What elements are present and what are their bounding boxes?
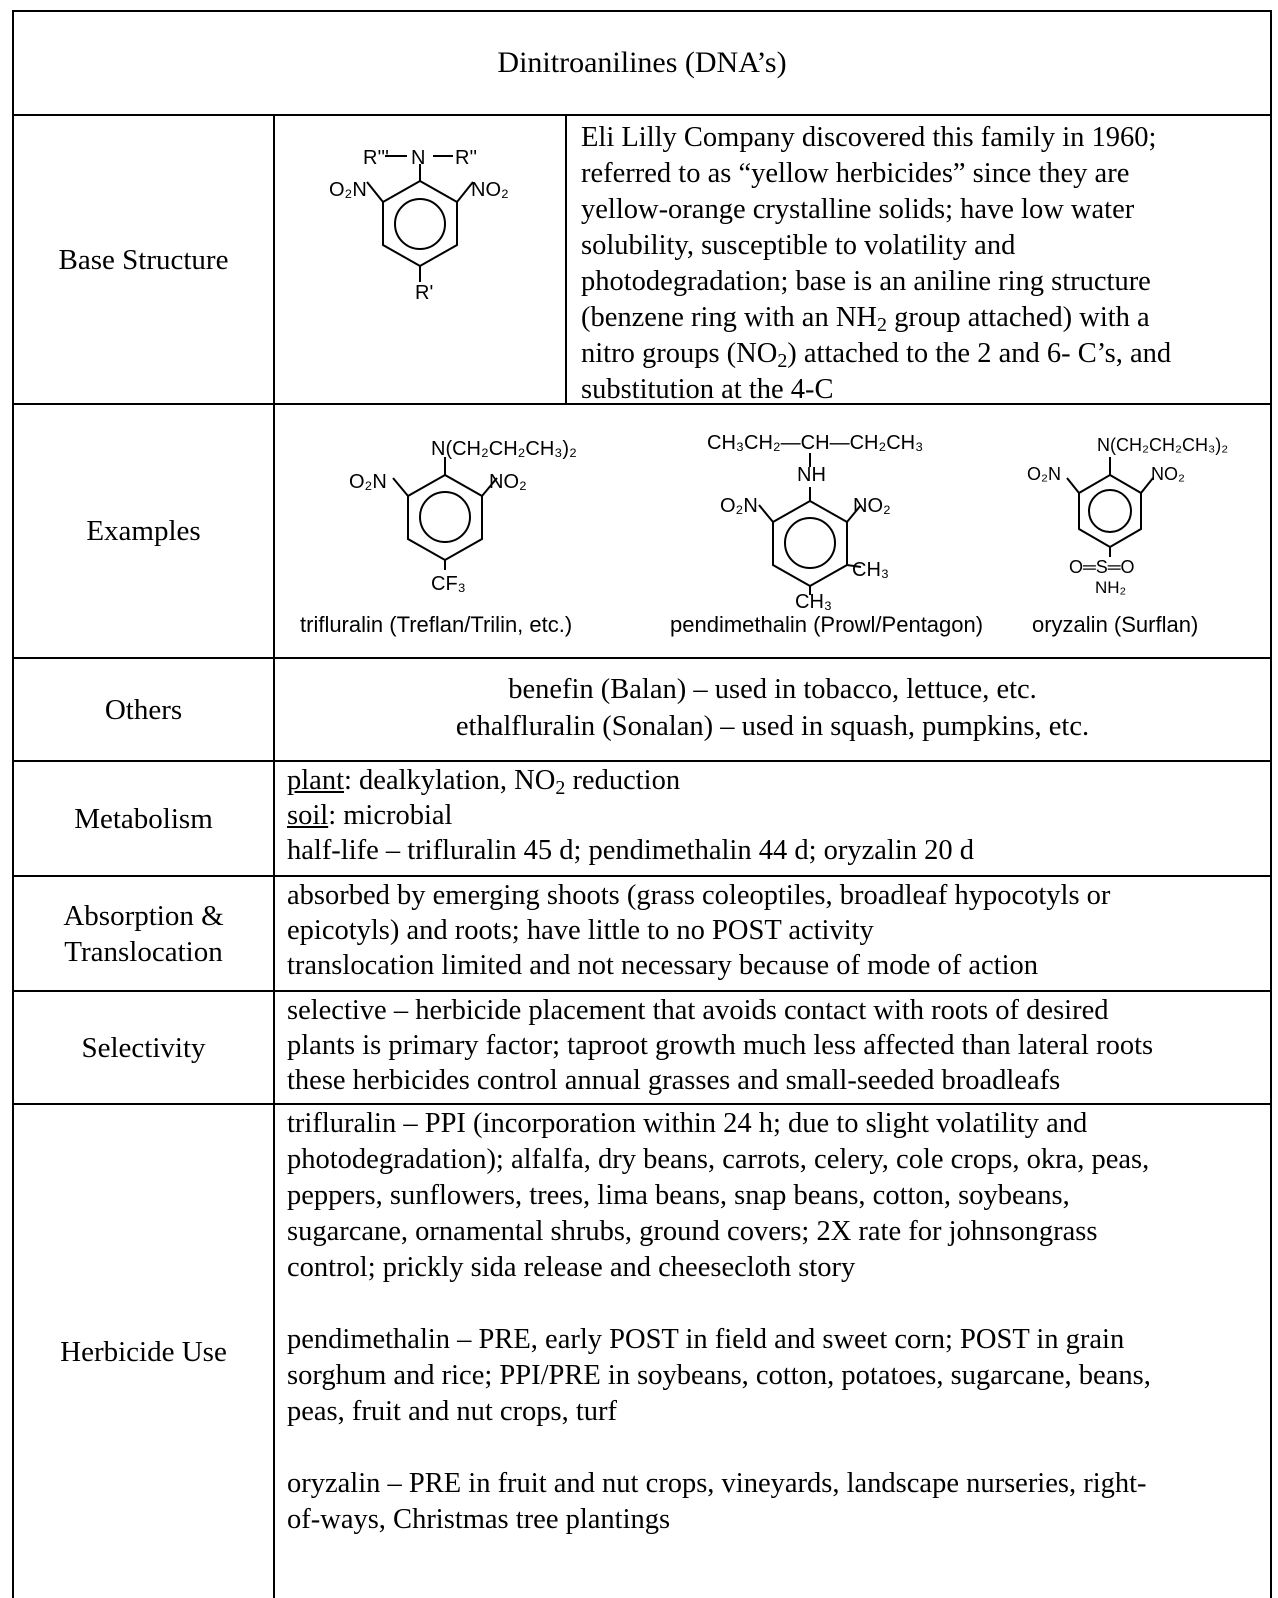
examples-diagrams: N(CH₂CH₂CH₃)₂ O₂N NO₂ CF₃ CH₃CH₂—CH—CH₂C… <box>349 432 1228 613</box>
chem-label: R' <box>415 282 433 304</box>
selectivity-label: Selectivity <box>81 1031 206 1064</box>
oryzalin-structure: N(CH₂CH₂CH₃)₂ O₂N NO₂ O═S═O NH₂ <box>1027 435 1228 597</box>
chem-label: N <box>411 147 425 169</box>
chem-label: O₂N <box>329 179 367 201</box>
herbicide-use-label: Herbicide Use <box>60 1335 227 1368</box>
soil-label: soil <box>287 800 329 831</box>
trifluralin-caption: trifluralin (Treflan/Trilin, etc.) <box>300 612 573 637</box>
pendimethalin-caption: pendimethalin (Prowl/Pentagon) <box>670 612 984 637</box>
herbicide-use-paragraph: trifluralin – PPI (incorporation within … <box>287 1108 1150 1283</box>
chem-label: NO₂ <box>471 179 509 201</box>
chem-label: NO₂ <box>1151 464 1185 484</box>
base-structure-diagram: R''' N R'' O₂N NO₂ R' <box>329 147 509 304</box>
chem-label: O₂N <box>720 495 758 517</box>
chem-label: CH₃ <box>852 559 889 581</box>
others-content: benefin (Balan) – used in tobacco, lettu… <box>455 674 1090 742</box>
metabolism-label: Metabolism <box>74 802 213 835</box>
absorption-content: absorbed by emerging shoots (grass coleo… <box>287 880 1111 981</box>
chem-label: CH₃ <box>795 591 832 613</box>
table-title: Dinitroanilines (DNA’s) <box>14 12 1270 114</box>
chem-label: R''' <box>363 147 389 169</box>
chem-label: O═S═O <box>1069 557 1135 577</box>
absorption-label: Absorption & Translocation <box>63 899 224 968</box>
base-structure-label: Base Structure <box>58 243 229 276</box>
chem-label: O₂N <box>1027 464 1061 484</box>
row-divider <box>12 1103 1272 1105</box>
column-divider <box>565 114 567 404</box>
metabolism-content: plant: dealkylation, NO2 reduction soil:… <box>287 765 974 866</box>
row-divider <box>12 114 1272 116</box>
oryzalin-caption: oryzalin (Surflan) <box>1032 612 1199 637</box>
chem-label: N(CH₂CH₂CH₃)₂ <box>431 438 577 460</box>
herbicide-use-paragraph: pendimethalin – PRE, early POST in field… <box>287 1324 1151 1427</box>
chem-label: CF₃ <box>431 573 466 595</box>
title-text: Dinitroanilines (DNA’s) <box>497 46 787 79</box>
herbicide-use-paragraph: oryzalin – PRE in fruit and nut crops, v… <box>287 1468 1147 1535</box>
column-divider <box>273 114 275 1598</box>
row-divider <box>12 760 1272 762</box>
chem-label: R'' <box>455 147 477 169</box>
selectivity-content: selective – herbicide placement that avo… <box>287 995 1154 1096</box>
trifluralin-structure: N(CH₂CH₂CH₃)₂ O₂N NO₂ CF₃ <box>349 438 577 595</box>
pendimethalin-structure: CH₃CH₂—CH—CH₂CH₃ NH O₂N NO₂ CH₃ CH₃ <box>707 432 923 613</box>
chem-label: NH <box>797 464 826 486</box>
herbicide-use-content: trifluralin – PPI (incorporation within … <box>275 1106 1270 1598</box>
others-label: Others <box>104 693 183 726</box>
chem-label: N(CH₂CH₂CH₃)₂ <box>1097 435 1228 455</box>
examples-label: Examples <box>86 515 201 547</box>
base-structure-description: Eli Lilly Company discovered this family… <box>581 122 1172 405</box>
chem-label: NO₂ <box>489 471 527 493</box>
chem-label: O₂N <box>349 471 387 493</box>
ring-circle <box>394 198 446 250</box>
row-divider <box>12 990 1272 992</box>
chem-label: NO₂ <box>853 495 891 517</box>
row-divider <box>12 875 1272 877</box>
row-divider <box>12 403 1272 405</box>
chem-label: NH₂ <box>1095 578 1126 597</box>
plant-label: plant <box>287 765 344 796</box>
row-divider <box>12 657 1272 659</box>
table-frame <box>12 10 1272 1598</box>
chem-label: CH₃CH₂—CH—CH₂CH₃ <box>707 432 923 454</box>
